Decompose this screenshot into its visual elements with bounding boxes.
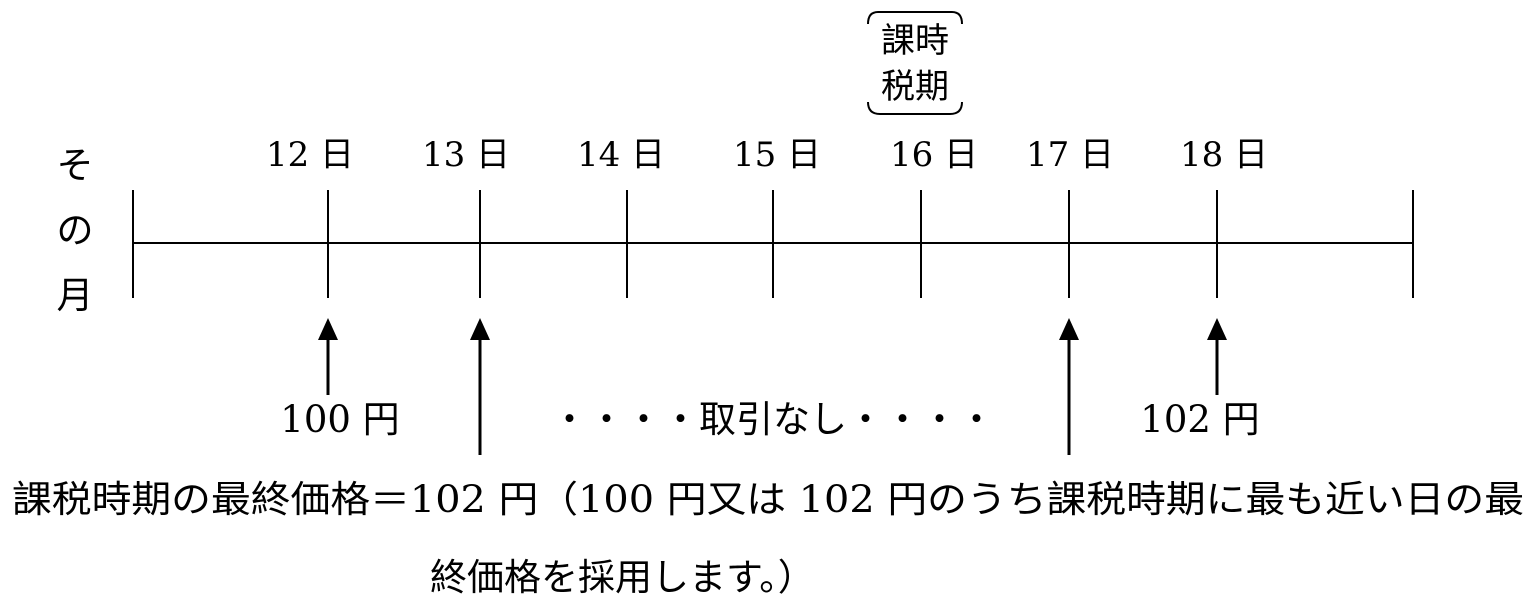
arrow-up-icon (318, 318, 338, 395)
timeline-axis (132, 190, 1414, 298)
day-label: 15 日 (733, 135, 821, 175)
day-label: 16 日 (890, 135, 978, 175)
arrow-up-icon (470, 318, 490, 455)
taxation-period-label-line1: 課時 (881, 21, 949, 61)
day-label: 14 日 (577, 135, 665, 175)
month-label-char: そ (57, 144, 94, 187)
arrow-up-icon (1059, 318, 1079, 455)
no-trade-label: ・・・・取引なし・・・・ (551, 398, 995, 441)
day-label: 18 日 (1180, 135, 1268, 175)
taxation-period-label-line2: 税期 (881, 67, 949, 107)
note-line1: 課税時期の最終価格＝102 円（100 円又は 102 円のうち課税時期に最も近… (12, 478, 1524, 521)
price-day12: 100 円 (280, 398, 399, 441)
day-label: 12 日 (266, 135, 354, 175)
day-label: 17 日 (1026, 135, 1114, 175)
month-label-char: の (57, 209, 94, 252)
day-label: 13 日 (422, 135, 510, 175)
taxation-period-bracket (867, 11, 963, 115)
note-line2: 終価格を採用します。） (430, 556, 815, 599)
month-label-char: 月 (57, 274, 94, 317)
arrow-up-icon (1207, 318, 1227, 395)
price-day18: 102 円 (1140, 398, 1259, 441)
